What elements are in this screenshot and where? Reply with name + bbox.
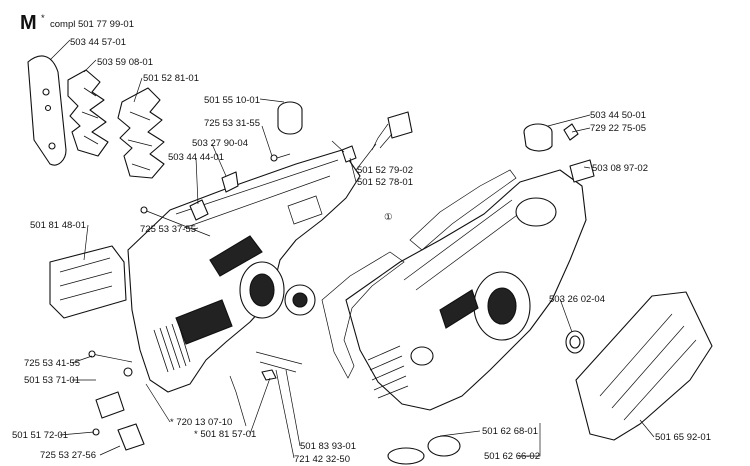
label-501-65-92-01: 501 65 92-01 xyxy=(655,432,711,443)
gasket-cylinder xyxy=(409,169,517,251)
label-501-52-79-02: 501 52 79-02 xyxy=(357,165,413,176)
label-503-44-50-01: 503 44 50-01 xyxy=(590,110,646,121)
connector-nut xyxy=(341,145,357,163)
label-725-53-31-55: 725 53 31-55 xyxy=(204,118,260,129)
handle-bracket xyxy=(117,423,145,451)
cap-screw xyxy=(270,153,291,162)
stop-clip xyxy=(569,159,595,183)
rubber-grommet xyxy=(221,171,239,193)
label-503-08-97-02: 503 08 97-02 xyxy=(592,163,648,174)
callout-symbol: ① xyxy=(384,212,393,223)
gasket-crankcase xyxy=(321,251,405,379)
sealing-ring xyxy=(565,330,585,354)
long-bolt xyxy=(140,206,211,237)
ignition-wire-connector xyxy=(371,111,413,151)
label-501-81-57-01: * 501 81 57-01 xyxy=(194,429,256,440)
leader-lines xyxy=(49,39,655,459)
side-cover-plate xyxy=(575,291,713,441)
label-501-55-10-01: 501 55 10-01 xyxy=(204,95,260,106)
chain-guard-plate-outer xyxy=(27,55,67,166)
crankcase-half-left xyxy=(127,149,361,393)
bolt-small xyxy=(88,350,133,363)
section-letter: M xyxy=(20,12,37,34)
small-screw-right xyxy=(563,123,579,141)
label-501-51-72-01: 501 51 72-01 xyxy=(12,430,68,441)
asterisk-mark: * xyxy=(41,13,45,24)
label-503-44-44-01: 503 44 44-01 xyxy=(168,152,224,163)
bumper-spike-plate-inner xyxy=(117,87,165,179)
crankcase-half-right xyxy=(345,169,587,411)
label-503-27-90-04: 503 27 90-04 xyxy=(192,138,248,149)
vibration-damper xyxy=(95,391,125,419)
label-501-52-81-01: 501 52 81-01 xyxy=(143,73,199,84)
label-721-42-32-50: 721 42 32-50 xyxy=(294,454,350,465)
label-501-62-68-01: 501 62 68-01 xyxy=(482,426,538,437)
cylinder-plug xyxy=(523,123,553,152)
complete-assembly-label: compl 501 77 99-01 xyxy=(50,19,134,30)
label-720-13-07-10: * 720 13 07-10 xyxy=(170,417,232,428)
label-725-53-41-55: 725 53 41-55 xyxy=(24,358,80,369)
crank-bearing xyxy=(284,284,316,316)
label-501-83-93-01: 501 83 93-01 xyxy=(300,441,356,452)
oil-tank-cap xyxy=(277,101,303,135)
screw-washer xyxy=(123,367,133,377)
label-503-44-57-01: 503 44 57-01 xyxy=(70,37,126,48)
label-503-59-08-01: 503 59 08-01 xyxy=(97,57,153,68)
label-501-81-48-01: 501 81 48-01 xyxy=(30,220,86,231)
label-501-53-71-01: 501 53 71-01 xyxy=(24,375,80,386)
spiked-bumper-plate xyxy=(67,69,109,157)
label-501-52-78-01: 501 52 78-01 xyxy=(357,177,413,188)
label-725-53-27-56: 725 53 27-56 xyxy=(40,450,96,461)
label-725-53-37-55: 725 53 37-55 xyxy=(140,224,196,235)
label-501-62-66-02: 501 62 66-02 xyxy=(484,451,540,462)
pins xyxy=(229,351,303,393)
label-729-22-75-05: 729 22 75-05 xyxy=(590,123,646,134)
label-503-26-02-04: 503 26 02-04 xyxy=(549,294,605,305)
chain-guide-plate xyxy=(49,245,127,319)
part-number-labels: 503 44 57-01 503 59 08-01 501 52 81-01 5… xyxy=(12,37,711,465)
fuel-filter-caps xyxy=(387,435,461,465)
